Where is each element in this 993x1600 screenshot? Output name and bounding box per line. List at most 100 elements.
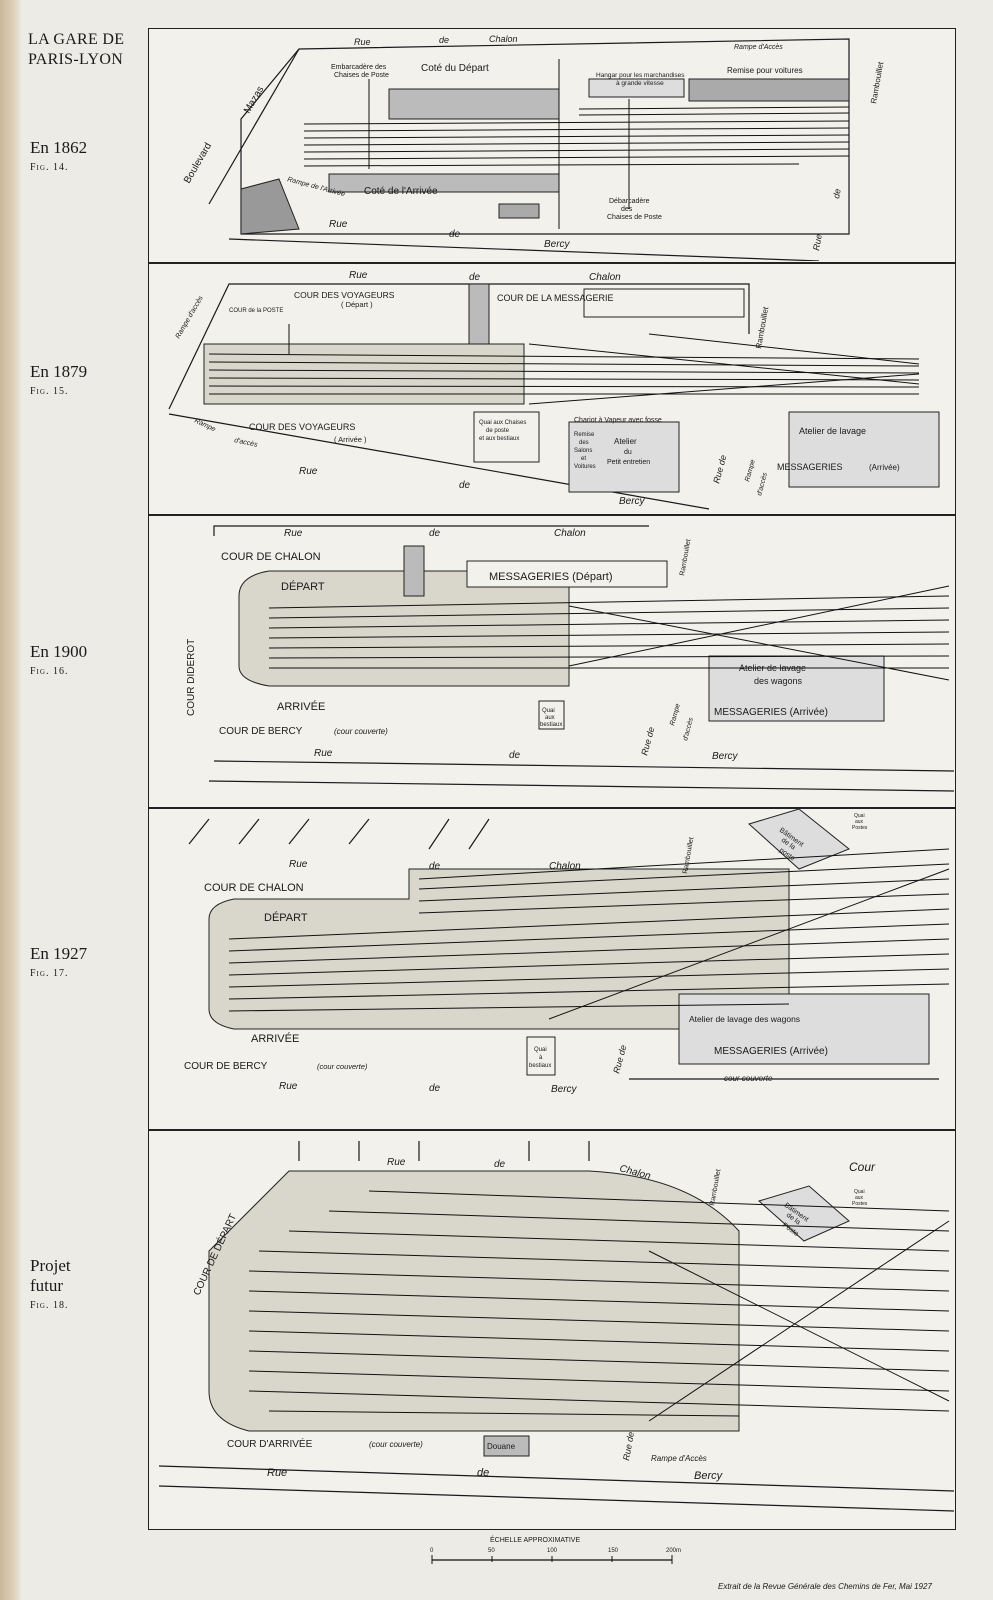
plan-1879: Rue de Chalon Rampe d'accès COUR de la P… <box>168 270 940 510</box>
plan-1900: Rue de Chalon COUR DE CHALON DÉPART MESS… <box>186 525 954 792</box>
figure-14-1862: Rue de Chalon Boulevard Mazas Embarcadèr… <box>148 28 956 263</box>
label-depart: ( Départ ) <box>341 300 373 309</box>
label-quai-aux: aux <box>855 819 864 825</box>
label-arrivee: ( Arrivée ) <box>334 435 367 444</box>
label-remise-des: des <box>579 440 589 446</box>
street-de-2: de <box>429 1083 441 1094</box>
label-cour-voyageurs-depart: COUR DES VOYAGEURS <box>294 290 395 300</box>
street-rue-2: Rue <box>314 748 333 759</box>
label-remise: Remise <box>574 432 595 438</box>
figure-17-1927: Rue de Chalon Rambouillet Bâtiment de la… <box>148 808 956 1130</box>
label-cour-couverte: (cour couverte) <box>317 1062 368 1071</box>
scale-tick-0: 0 <box>430 1548 434 1554</box>
label-cour-arrivee: COUR D'ARRIVÉE <box>227 1437 313 1450</box>
label-cour-bercy: COUR DE BERCY <box>184 1061 268 1072</box>
label-hangar-2: à grande vitesse <box>616 80 664 87</box>
page-binding-edge <box>0 0 22 1600</box>
fig-number: Fig. 17. <box>30 968 69 979</box>
label-arrivee: Coté de l'Arrivée <box>364 186 438 197</box>
label-quai-postes: Quai <box>854 813 865 819</box>
messageries-arrivee <box>788 411 940 488</box>
label-voitures: Voitures <box>574 464 596 470</box>
label-rambouillet: Rambouillet <box>869 60 885 104</box>
street-de-2: de <box>509 750 521 761</box>
label-petit-entretien: Petit entretien <box>607 459 650 466</box>
street-rue: Rue <box>289 859 308 870</box>
label-rampe-acces: Rampe d'accès <box>175 294 205 340</box>
street-rue-3: Rue <box>811 233 824 251</box>
label-rampe: Rampe <box>669 703 682 727</box>
figure-16-1900: Rue de Chalon COUR DE CHALON DÉPART MESS… <box>148 515 956 808</box>
source-credit: Extrait de la Revue Générale des Chemins… <box>718 1582 932 1591</box>
label-douane: Douane <box>487 1442 516 1451</box>
fig-number: Fig. 14. <box>30 162 69 173</box>
label-dacces: d'accès <box>234 437 259 449</box>
station-hall <box>208 1170 740 1432</box>
label-quai: Quai <box>534 1047 547 1053</box>
label-quai-postes-2: Postes <box>852 1201 868 1207</box>
street-de-3: de <box>831 188 843 200</box>
label-des-wagons: des wagons <box>754 676 803 686</box>
label-cour-voyageurs-arrivee: COUR DES VOYAGEURS <box>249 422 355 432</box>
street-rue-de: Rue de <box>711 454 728 485</box>
label-quai-postes-2: Postes <box>852 825 868 831</box>
page-title: LA GARE DE PARIS-LYON <box>28 30 124 70</box>
label-quai-aux: aux <box>545 715 555 721</box>
messageries-depart-building <box>466 560 668 588</box>
scale-bar: ÉCHELLE APPROXIMATIVE 0 50 100 150 200m <box>430 1534 690 1574</box>
title-line-2: PARIS-LYON <box>28 51 124 68</box>
quai-bestiaux <box>538 700 565 730</box>
label-atelier-du: du <box>624 449 632 456</box>
label-debarc-des: des <box>621 206 633 213</box>
plan-1862: Rue de Chalon Boulevard Mazas Embarcadèr… <box>182 34 885 261</box>
depart-building <box>388 88 560 120</box>
label-rambouillet: Rambouillet <box>754 305 770 349</box>
label-depart: Coté du Départ <box>421 63 489 74</box>
scale-tick-50: 50 <box>488 1548 495 1554</box>
cour-messagerie <box>583 288 745 318</box>
label-atelier-lavage: Atelier de lavage des wagons <box>689 1014 800 1024</box>
street-de-2: de <box>449 229 461 240</box>
street-rue-de: Rue de <box>611 1044 628 1075</box>
label-quai-postes: Quai <box>854 1189 865 1195</box>
label-atelier: Atelier <box>614 437 637 446</box>
label-messageries-arrivee: MESSAGERIES (Arrivée) <box>714 1046 828 1057</box>
label-cour: Cour <box>849 1160 876 1174</box>
figure-15-1879: Rue de Chalon Rampe d'accès COUR de la P… <box>148 263 956 515</box>
scale-tick-100: 100 <box>547 1548 558 1554</box>
label-arrivee: ARRIVÉE <box>251 1032 299 1045</box>
street-rue-2: Rue <box>279 1081 298 1092</box>
label-quai-bestiaux: bestiaux <box>540 722 562 728</box>
label-cour-chalon: COUR DE CHALON <box>221 551 321 563</box>
label-chariot: Chariot à Vapeur avec fosse <box>574 417 662 424</box>
year-label-projet: Projet futur Fig. 18. <box>30 1256 130 1311</box>
label-atelier-lavage: Atelier de lavage <box>799 426 866 436</box>
figure-18-projet: Rue de Chalon Rambouillet Cour COUR DE D… <box>148 1130 956 1530</box>
label-embarcadere: Embarcadère des <box>331 64 387 71</box>
label-messageries-depart: MESSAGERIES (Départ) <box>489 571 612 583</box>
station-hall <box>208 868 790 1030</box>
street-rue-2: Rue <box>329 219 348 230</box>
label-rambouillet: Rambouillet <box>709 1169 722 1207</box>
year-label-1900: En 1900 Fig. 16. <box>30 642 130 677</box>
scale-title: ÉCHELLE APPROXIMATIVE <box>490 1535 580 1544</box>
fig-number: Fig. 15. <box>30 386 69 397</box>
scale-tick-200: 200m <box>666 1548 681 1554</box>
label-quai: Quai <box>542 708 555 714</box>
label-quai-bestiaux: et aux bestiaux <box>479 436 519 442</box>
label-depart: DÉPART <box>264 911 308 924</box>
street-rue-de: Rue de <box>621 1431 636 1461</box>
label-messageries: MESSAGERIES <box>777 462 843 472</box>
fig-number: Fig. 18. <box>30 1300 69 1311</box>
douane-building <box>483 1435 530 1457</box>
year-label-1927: En 1927 Fig. 17. <box>30 944 130 979</box>
plan-1927: Rue de Chalon Rambouillet Bâtiment de la… <box>184 809 950 1095</box>
quai-bestiaux <box>526 1036 556 1076</box>
street-rue: Rue <box>354 37 371 47</box>
label-rampe-acces: Rampe d'Accès <box>734 44 783 51</box>
street-de: de <box>429 528 441 539</box>
street-chalon: Chalon <box>489 34 518 44</box>
label-rampe-2: Rampe <box>744 459 757 483</box>
label-dacces: d'accès <box>682 717 695 742</box>
street-de-2: de <box>477 1467 489 1479</box>
